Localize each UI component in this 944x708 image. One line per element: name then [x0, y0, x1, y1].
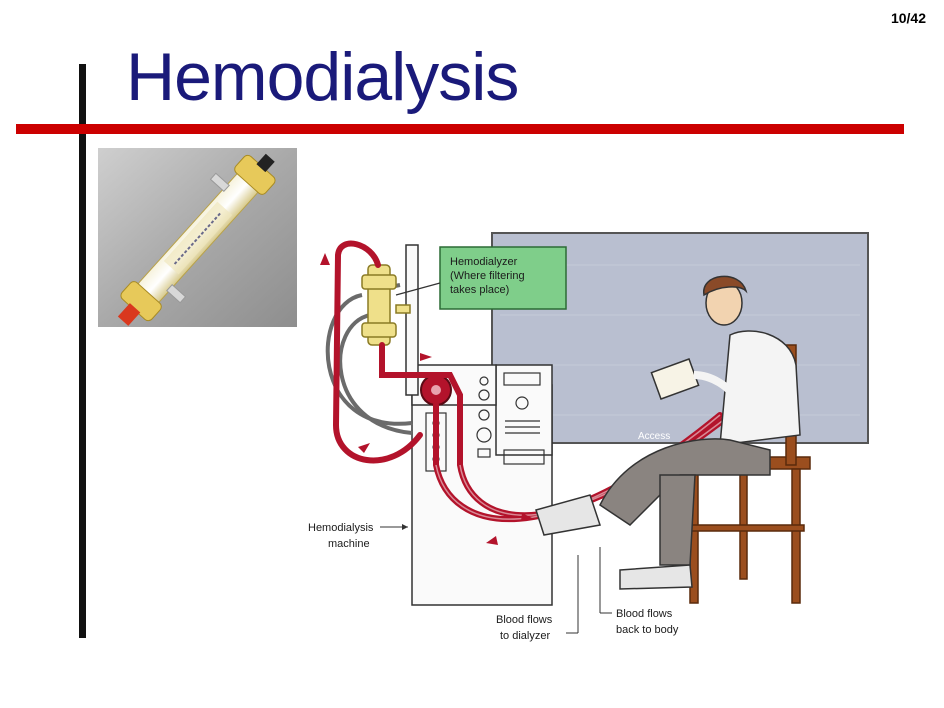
- machine-label-line-1: Hemodialysis: [308, 522, 374, 534]
- patient-figure: [535, 275, 801, 590]
- hemodialyzer-label-line-2: (Where filtering: [450, 270, 525, 282]
- blood-to-body-line-2: back to body: [616, 624, 679, 636]
- vertical-accent-bar: [79, 64, 86, 638]
- svg-text:Hemodialysis machine: Hemodialysis machine: [308, 522, 376, 550]
- machine-label-line-2: machine: [328, 538, 370, 550]
- dialyzer-photo: [98, 148, 297, 327]
- svg-text:Hemodialyzer (Where filter: Hemodialyzer (Where filtering takes plac…: [450, 256, 528, 296]
- svg-text:Blood flows back to body: Blood flows back to body: [616, 608, 679, 636]
- hemodialysis-diagram: Hemodialyzer (Where filtering takes plac…: [308, 232, 869, 642]
- blood-to-body-line-1: Blood flows: [616, 608, 673, 620]
- blood-to-dialyzer-line-2: to dialyzer: [500, 630, 550, 642]
- hemodialyzer-label-line-1: Hemodialyzer: [450, 256, 518, 268]
- hemodialyzer-label-box: [439, 246, 567, 310]
- access-label: Access: [638, 431, 670, 442]
- svg-text:Blood flows to dialyzer: Blood flows to dialyzer: [496, 614, 555, 642]
- wall-panel: [491, 232, 869, 444]
- hemodialyzer-label-line-3: takes place): [450, 284, 509, 296]
- hemodialyzer: [361, 264, 411, 346]
- slide-title: Hemodialysis: [126, 39, 519, 115]
- page-number: 10/42: [890, 10, 926, 26]
- title-underline-rule: [16, 124, 904, 134]
- blood-to-dialyzer-line-1: Blood flows: [496, 614, 553, 626]
